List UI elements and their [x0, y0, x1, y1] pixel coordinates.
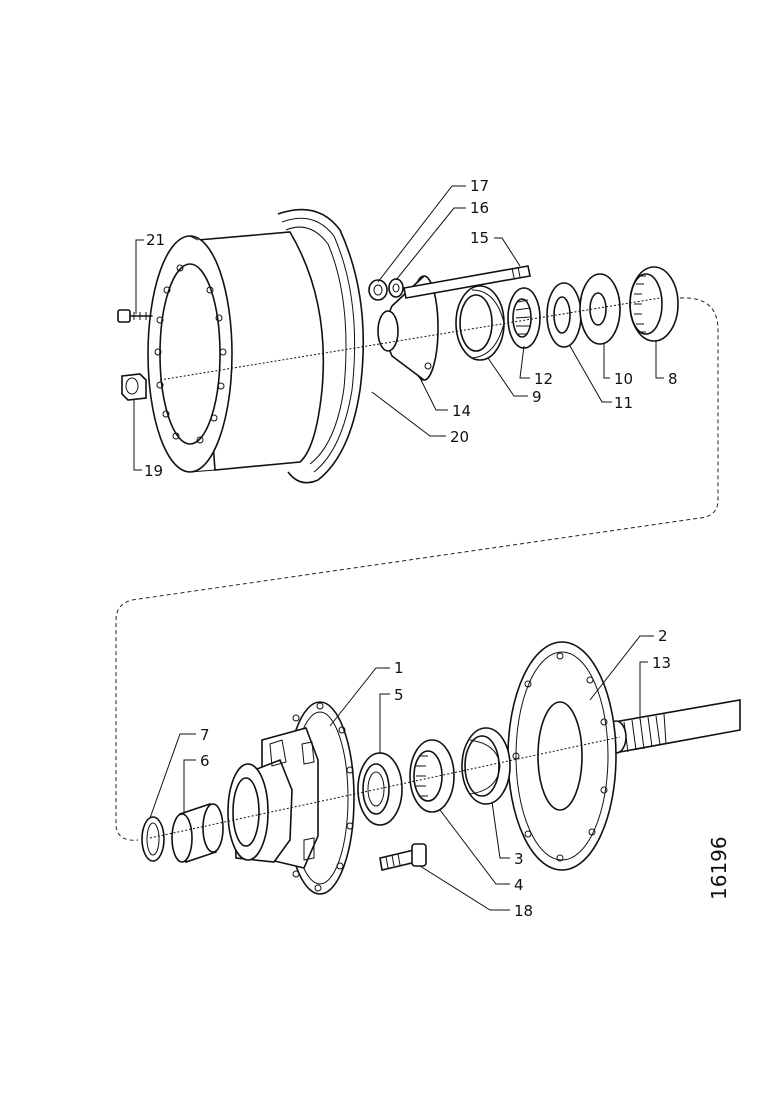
callout-21: 21 [146, 231, 165, 249]
callout-18: 18 [514, 902, 533, 920]
axle-shaft [605, 699, 741, 754]
washer-10 [579, 273, 621, 345]
callout-20: 20 [450, 428, 469, 446]
wheel-bolt [379, 843, 427, 871]
washer [388, 278, 404, 298]
callout-16: 16 [470, 199, 489, 217]
callout-5: 5 [394, 686, 404, 704]
nut [368, 279, 388, 301]
callout-13: 13 [652, 654, 671, 672]
nut-12 [507, 287, 541, 349]
bearing-cone-4 [409, 739, 455, 813]
callout-6: 6 [200, 752, 210, 770]
callout-2: 2 [658, 627, 668, 645]
callout-1: 1 [394, 659, 404, 677]
callout-7: 7 [200, 726, 210, 744]
drawing-reference-number: 16196 [707, 836, 731, 900]
callout-10: 10 [614, 370, 633, 388]
sleeve-6 [171, 802, 224, 864]
callout-labels: 17 16 15 21 19 14 20 9 12 11 10 8 1 5 7 … [144, 177, 678, 920]
callout-8: 8 [668, 370, 678, 388]
leader-lines [133, 185, 664, 911]
bearing-8 [629, 266, 679, 342]
wheel-hub [227, 701, 355, 895]
callout-12: 12 [534, 370, 553, 388]
callout-11: 11 [614, 394, 633, 412]
drum-screw [117, 309, 153, 323]
brake-drum [147, 208, 365, 484]
seal-5 [357, 752, 403, 826]
callout-19: 19 [144, 462, 163, 480]
callout-14: 14 [452, 402, 471, 420]
callout-17: 17 [470, 177, 489, 195]
callout-15: 15 [470, 229, 489, 247]
stud [403, 265, 531, 299]
plug [121, 373, 147, 401]
callout-4: 4 [514, 876, 524, 894]
o-ring-7 [141, 816, 165, 862]
assembly-connection-line [115, 297, 719, 841]
lock-washer-11 [546, 282, 582, 348]
hub-cap [377, 275, 439, 381]
seal-9 [455, 285, 505, 361]
flange-plate [507, 641, 617, 871]
callout-3: 3 [514, 850, 524, 868]
bearing-cup-3 [461, 727, 511, 805]
callout-9: 9 [532, 388, 542, 406]
